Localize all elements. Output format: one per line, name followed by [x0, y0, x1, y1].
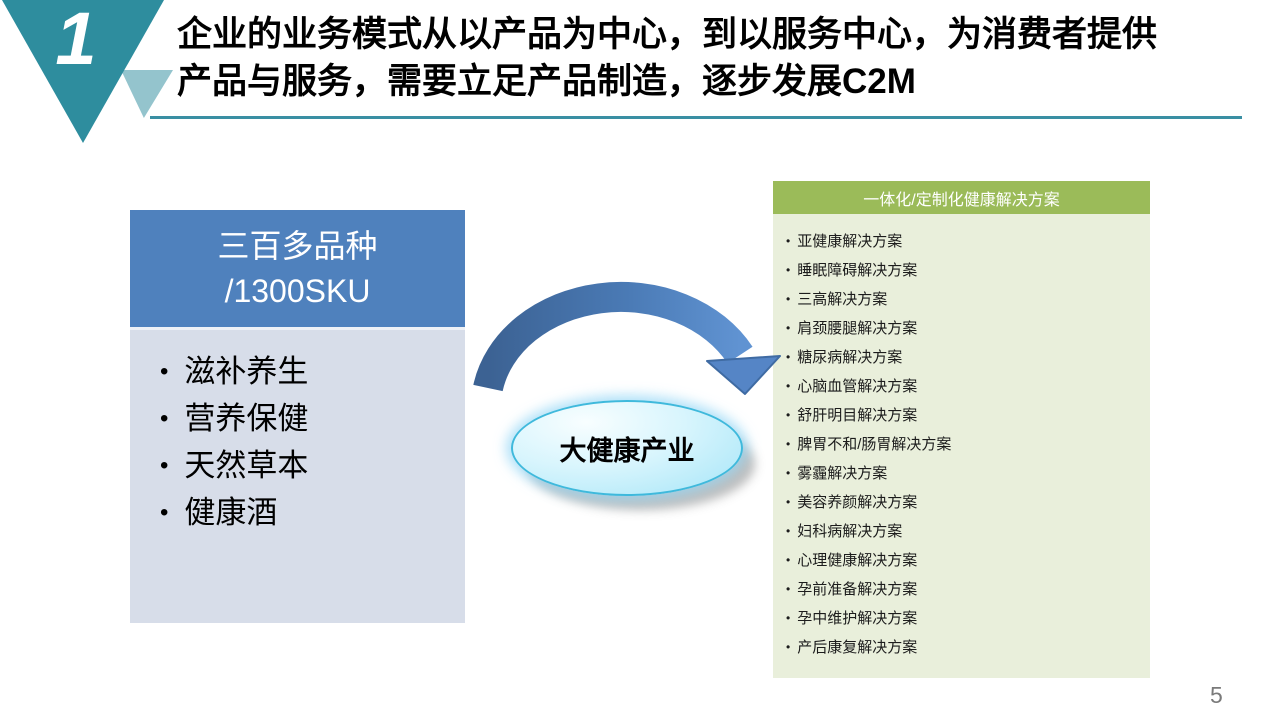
solution-item: 心理健康解决方案 [786, 546, 1146, 575]
solutions-panel-header: 一体化/定制化健康解决方案 [773, 181, 1150, 214]
solution-item: 三高解决方案 [786, 285, 1146, 314]
solutions-list: 亚健康解决方案 睡眠障碍解决方案 三高解决方案 肩颈腰腿解决方案 糖尿病解决方案… [786, 227, 1146, 662]
product-category-item: 天然草本 [160, 442, 457, 489]
solution-item: 妇科病解决方案 [786, 517, 1146, 546]
slide-title-line1: 企业的业务模式从以产品为中心，到以服务中心，为消费者提供 [177, 15, 1158, 54]
product-category-item: 滋补养生 [160, 348, 457, 395]
section-number: 1 [55, 0, 97, 80]
title-divider-line [150, 116, 1242, 119]
decorative-triangle [121, 70, 173, 118]
product-category-list: 滋补养生 营养保健 天然草本 健康酒 [160, 348, 457, 536]
solution-item: 舒肝明目解决方案 [786, 401, 1146, 430]
solution-item: 肩颈腰腿解决方案 [786, 314, 1146, 343]
solution-item: 产后康复解决方案 [786, 633, 1146, 662]
solution-item: 孕中维护解决方案 [786, 604, 1146, 633]
solution-item: 糖尿病解决方案 [786, 343, 1146, 372]
solutions-panel: 一体化/定制化健康解决方案 亚健康解决方案 睡眠障碍解决方案 三高解决方案 肩颈… [773, 181, 1150, 678]
solution-item: 亚健康解决方案 [786, 227, 1146, 256]
product-category-item: 营养保健 [160, 395, 457, 442]
slide-title: 企业的业务模式从以产品为中心，到以服务中心，为消费者提供产品与服务，需要立足产品… [177, 11, 1252, 105]
solution-item: 孕前准备解决方案 [786, 575, 1146, 604]
solution-item: 美容养颜解决方案 [786, 488, 1146, 517]
solution-item: 心脑血管解决方案 [786, 372, 1146, 401]
product-box-header-line2: /1300SKU [224, 272, 371, 309]
health-industry-ellipse: 大健康产业 [511, 400, 743, 496]
page-number: 5 [1210, 682, 1223, 708]
product-box: 三百多品种 /1300SKU 滋补养生 营养保健 天然草本 健康酒 [130, 210, 465, 623]
product-box-header-line1: 三百多品种 [217, 227, 378, 264]
health-industry-label: 大健康产业 [559, 435, 695, 466]
solution-item: 雾霾解决方案 [786, 459, 1146, 488]
solution-item: 脾胃不和/肠胃解决方案 [786, 430, 1146, 459]
slide-title-line2: 产品与服务，需要立足产品制造，逐步发展C2M [177, 62, 916, 101]
solutions-panel-body: 亚健康解决方案 睡眠障碍解决方案 三高解决方案 肩颈腰腿解决方案 糖尿病解决方案… [773, 214, 1150, 678]
curved-right-arrow-icon [473, 281, 781, 395]
solution-item: 睡眠障碍解决方案 [786, 256, 1146, 285]
product-box-body: 滋补养生 营养保健 天然草本 健康酒 [130, 330, 465, 623]
product-category-item: 健康酒 [160, 489, 457, 536]
product-box-header: 三百多品种 /1300SKU [130, 210, 465, 330]
